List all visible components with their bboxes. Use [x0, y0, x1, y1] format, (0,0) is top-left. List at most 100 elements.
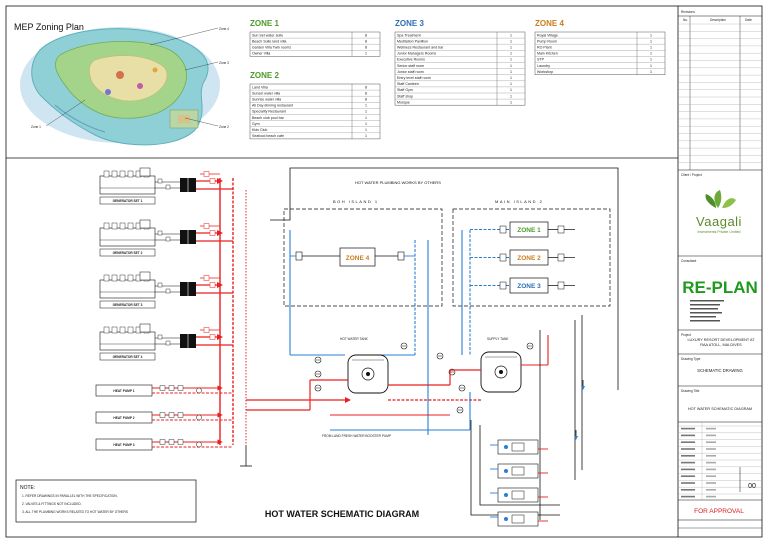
water-heater-unit [490, 463, 548, 479]
zone-table-item: Senior staff room [397, 64, 424, 68]
drawing-title-label: Drawing Title [681, 389, 700, 393]
zone-table-count: 1 [510, 76, 512, 80]
note-item: 2. VALVES & FITTINGS NOT INCLUDED. [22, 502, 82, 506]
zone-table-count: 1 [650, 64, 652, 68]
zone-table-count: 1 [510, 64, 512, 68]
hot-water-schematic: GENERATOR SET 1 GENERATOR SET 2 GENERATOR … [15, 167, 619, 527]
zone-table-item: Staff Canteen [397, 82, 419, 86]
zone-table-item: Meditation Pavillion [397, 39, 428, 43]
zone-table-item: Gym [252, 122, 260, 126]
zone-table-item: Spa Treatment [397, 33, 421, 37]
pump-symbol [458, 384, 466, 392]
zone-table-title: ZONE 4 [535, 19, 564, 28]
zone-table-count: 1 [510, 52, 512, 56]
zone-table-item: All Day dinning restaurant [252, 104, 293, 108]
notes-title: NOTE: [20, 485, 35, 491]
water-heater-unit [490, 511, 548, 527]
zone-table-item: Staff Gym [397, 88, 413, 92]
consultant-label: Consultant [681, 259, 696, 263]
plan-title: MEP Zoning Plan [14, 22, 84, 32]
heat-pumps: HEAT PUMP 1 HEAT PUMP 2 HEAT PUMP 3 [95, 384, 233, 451]
heat-pump-label: HEAT PUMP 2 [113, 416, 134, 420]
note-item: 3. ALL THE PLUMBING WORKS RELATED TO HOT… [22, 510, 128, 514]
zone-table-count: 1 [510, 100, 512, 104]
zone-table-count: 8 [365, 98, 367, 102]
zone-table-item: Main Kitchen [537, 52, 558, 56]
pump-symbol [526, 342, 534, 350]
zone-table-item: Beach club pool bar [252, 116, 285, 120]
zone-table-count: 1 [510, 88, 512, 92]
zone-table-count: 1 [510, 58, 512, 62]
revision-rows [678, 23, 762, 163]
water-heater-unit [490, 487, 548, 503]
hot-water-units [490, 439, 548, 527]
zone-box-4: ZONE 4 [346, 255, 370, 262]
title-block: Revisions No. Description Date Client / … [678, 10, 762, 529]
tank-1-label: HOT WATER TANK [340, 337, 369, 341]
zone-box: ZONE 1 [470, 221, 575, 238]
client-logo [705, 190, 736, 208]
zone-table-item: Garden Villa Twin rooms [252, 46, 291, 50]
supply-tank: SUPPLY TANK [480, 337, 522, 393]
zone-table-count: 1 [365, 116, 367, 120]
zone-table-count: 8 [365, 33, 367, 37]
rev-header: Description [710, 18, 726, 22]
note-item: 1. REFER DRAWINGS IN PARALLEL WITH THE S… [22, 494, 118, 498]
zone-box: ZONE 2 [470, 249, 575, 266]
map-zone-label: Zone 4 [219, 27, 229, 31]
zone-table-count: 1 [510, 46, 512, 50]
notes-box: NOTE: 1. REFER DRAWINGS IN PARALLEL WITH… [15, 479, 197, 523]
zone-table-item: Seafood beach cafe [252, 134, 284, 138]
heat-pump-label: HEAT PUMP 3 [113, 443, 134, 447]
zone-table-count: 1 [650, 33, 652, 37]
zone-table-item: Staff shop [397, 94, 413, 98]
zone-table-item: Laundry [537, 64, 550, 68]
rev-header: No. [683, 18, 688, 22]
revision-number: 00 [748, 483, 756, 490]
generator-label: GENERATOR SET 3 [113, 303, 143, 307]
zone-table-item: Mosque [397, 100, 410, 104]
zone-table-count: 1 [510, 39, 512, 43]
generator-label: GENERATOR SET 2 [113, 251, 143, 255]
zone-table-item: Workshop [537, 70, 553, 74]
zone-table-count: 1 [510, 70, 512, 74]
zone-table: ZONE 3 Spa Treatment 1 Meditation Pavillion… [394, 19, 526, 106]
zone-box-label: ZONE 1 [517, 227, 541, 234]
zone-table-title: ZONE 3 [395, 19, 424, 28]
zone-table-count: 8 [365, 39, 367, 43]
zone-table-item: Royal Village [537, 33, 558, 37]
project-label: Project [681, 333, 691, 337]
client-brand: Vaagali [696, 214, 742, 229]
zone-table-count: 1 [365, 52, 367, 56]
generator-set: GENERATOR SET 1 [99, 167, 233, 205]
island-1-label: BOH ISLAND 1 [333, 199, 379, 204]
revisions-title: Revisions [681, 10, 695, 14]
heat-pump-label: HEAT PUMP 1 [113, 389, 134, 393]
zone-table-count: 1 [650, 46, 652, 50]
zone-table-item: Beach Suite land villa [252, 39, 286, 43]
zone-table-item: Sunset water villa [252, 91, 280, 95]
consultant-logo: RE-PLAN [682, 278, 758, 297]
zone-table-count: 1 [650, 39, 652, 43]
map-zone-label: Zone 3 [219, 61, 229, 65]
zone-table-count: 1 [365, 134, 367, 138]
drawing-type-label: Drawing Type [681, 357, 701, 361]
zone-table-item: Land Villa [252, 85, 268, 89]
generator-sets: GENERATOR SET 1 GENERATOR SET 2 GENERATOR … [99, 167, 233, 361]
zoning-plan-panel: MEP Zoning Plan Zone 4 Zone 3 Zone 2 Zon… [14, 22, 229, 146]
client-brand-sub: Investments Private Limited [698, 230, 741, 234]
island-2-label: MAIN ISLAND 2 [495, 199, 543, 204]
zone-table-item: Speciality Restaurant [252, 110, 286, 114]
zone-table-item: Entry level staff room [397, 76, 431, 80]
generator-set: GENERATOR SET 3 [99, 271, 233, 309]
zone-table-item: Owner Villa [252, 52, 270, 56]
map-zone-label: Zone 2 [219, 125, 229, 129]
circulation-pumps [314, 342, 534, 414]
zone-table-title: ZONE 2 [250, 71, 279, 80]
booster-label: FROM LAND FRESH WATER BOOSTER PUMP [322, 434, 391, 438]
plumbing-note: HOT WATER PLUMBING WORKS BY OTHERS [355, 180, 441, 185]
zone-table-count: 1 [365, 110, 367, 114]
zone-table-item: Pump Room [537, 39, 557, 43]
